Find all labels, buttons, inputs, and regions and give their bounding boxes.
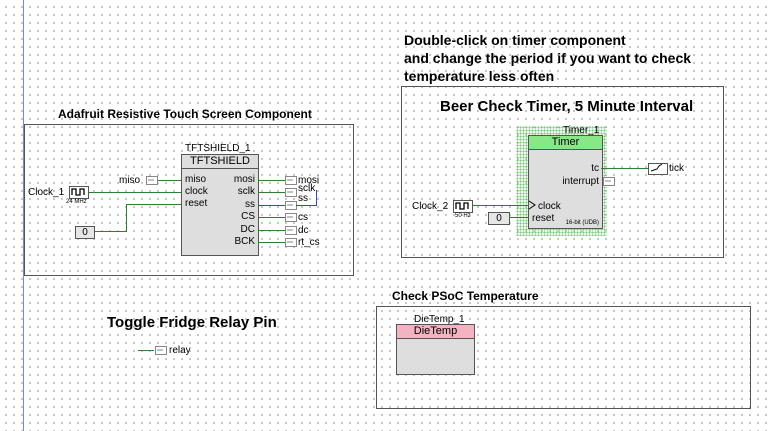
relay-wire (138, 350, 154, 351)
timer-pin-tc: tc (591, 163, 599, 174)
miso-pin-icon[interactable] (146, 176, 158, 185)
clock1-wire (89, 192, 181, 193)
dc-wire (258, 230, 285, 231)
rtcs-pin-icon[interactable] (285, 238, 297, 247)
timer-reset-constant[interactable]: 0 (488, 212, 510, 225)
dietemp-header: DieTemp (397, 325, 474, 339)
touch-section-frame[interactable] (24, 124, 354, 276)
miso-pin-label: miso (119, 175, 141, 186)
cs-pin-icon[interactable] (285, 213, 297, 222)
clock2-frequency: 50 Hz (455, 213, 471, 219)
timer-clock-triangle-icon (528, 200, 536, 210)
dietemp-instance-label: DieTemp_1 (414, 314, 465, 325)
reset-wire-h1 (94, 231, 126, 232)
ss-wire-vert (316, 190, 317, 206)
sclk-pin-icon[interactable] (285, 188, 297, 197)
touch-section-title: Adafruit Resistive Touch Screen Componen… (58, 107, 312, 121)
tc-wire (601, 168, 648, 169)
sclk-out-label: sclk (298, 183, 316, 194)
canvas-guide-line (23, 0, 24, 431)
dietemp-component[interactable]: DieTemp (396, 324, 475, 375)
rtcs-wire (258, 242, 285, 243)
timer-pin-interrupt: interrupt (562, 176, 599, 187)
relay-pin-label: relay (169, 345, 191, 356)
dc-pin-icon[interactable] (285, 226, 297, 235)
reset-wire-v (126, 204, 127, 232)
timer-header: Timer (529, 136, 602, 150)
timer-pin-clock: clock (538, 201, 561, 212)
mosi-wire (258, 180, 285, 181)
mosi-out-label: mosi (298, 175, 320, 186)
instructions-line-2: and change the period if you want to che… (404, 50, 692, 66)
tftshield-pin-miso: miso (185, 174, 207, 185)
tftshield-pin-clock: clock (185, 186, 208, 197)
instructions-line-1: Double-click on timer component (404, 32, 626, 48)
instructions-line-3: temperature less often (404, 68, 555, 84)
sclk-wire (258, 192, 285, 193)
clock1-frequency: 24 MHz (66, 199, 87, 205)
cs-wire (258, 217, 285, 218)
tftshield-pin-bck: BCK (234, 236, 255, 247)
tftshield-pin-sclk: sclk (237, 186, 255, 197)
tftshield-instance-label: TFTSHIELD_1 (185, 143, 251, 154)
clock2-label: Clock_2 (412, 201, 449, 212)
tftshield-pin-cs: CS (241, 211, 255, 222)
tick-label: tick (669, 163, 684, 174)
instructions-text: Double-click on timer component and chan… (404, 31, 691, 85)
tftshield-component[interactable]: TFTSHIELD miso clock reset mosi sclk ss … (181, 154, 259, 256)
relay-section-title: Toggle Fridge Relay Pin (107, 314, 277, 331)
tftshield-pin-ss: ss (245, 199, 255, 210)
tftshield-pin-mosi: mosi (233, 174, 255, 185)
touch-reset-constant[interactable]: 0 (75, 226, 95, 239)
dietemp-section-title: Check PSoC Temperature (392, 289, 539, 303)
timer-reset-wire (509, 217, 528, 218)
rtcs-out-label: rt_cs (298, 237, 320, 248)
cs-out-label: cs (298, 212, 308, 223)
reset-wire-h2 (126, 204, 181, 205)
tftshield-header: TFTSHIELD (182, 155, 258, 169)
timer-section-title: Beer Check Timer, 5 Minute Interval (440, 98, 694, 115)
timer-pin-reset: reset (532, 213, 555, 224)
timer-instance-label: Timer_1 (563, 125, 600, 136)
tick-signal-icon[interactable] (648, 163, 668, 175)
timer-section-frame[interactable] (401, 86, 724, 258)
dietemp-section-frame[interactable] (376, 306, 751, 409)
ss-wire (258, 205, 285, 206)
tftshield-pin-reset: reset (185, 198, 208, 209)
miso-wire (158, 180, 181, 181)
clock2-wire (473, 205, 528, 206)
clock1-waveform-icon (71, 188, 85, 196)
clock2-waveform-icon (455, 202, 469, 210)
mosi-pin-icon[interactable] (285, 176, 297, 185)
timer-component[interactable]: Timer tc interrupt clock reset 16-bit (U… (528, 135, 603, 229)
tftshield-pin-dc: DC (240, 224, 255, 235)
interrupt-pin-icon[interactable] (603, 177, 615, 186)
relay-pin-icon[interactable] (155, 346, 167, 355)
ss-wire-tail (296, 205, 316, 206)
ss-out-label: ss (298, 193, 308, 204)
tick-glyph-icon (650, 163, 663, 172)
timer-footer: 16-bit (UDB) (565, 220, 599, 226)
clock1-label: Clock_1 (28, 187, 65, 198)
dc-out-label: dc (298, 225, 309, 236)
